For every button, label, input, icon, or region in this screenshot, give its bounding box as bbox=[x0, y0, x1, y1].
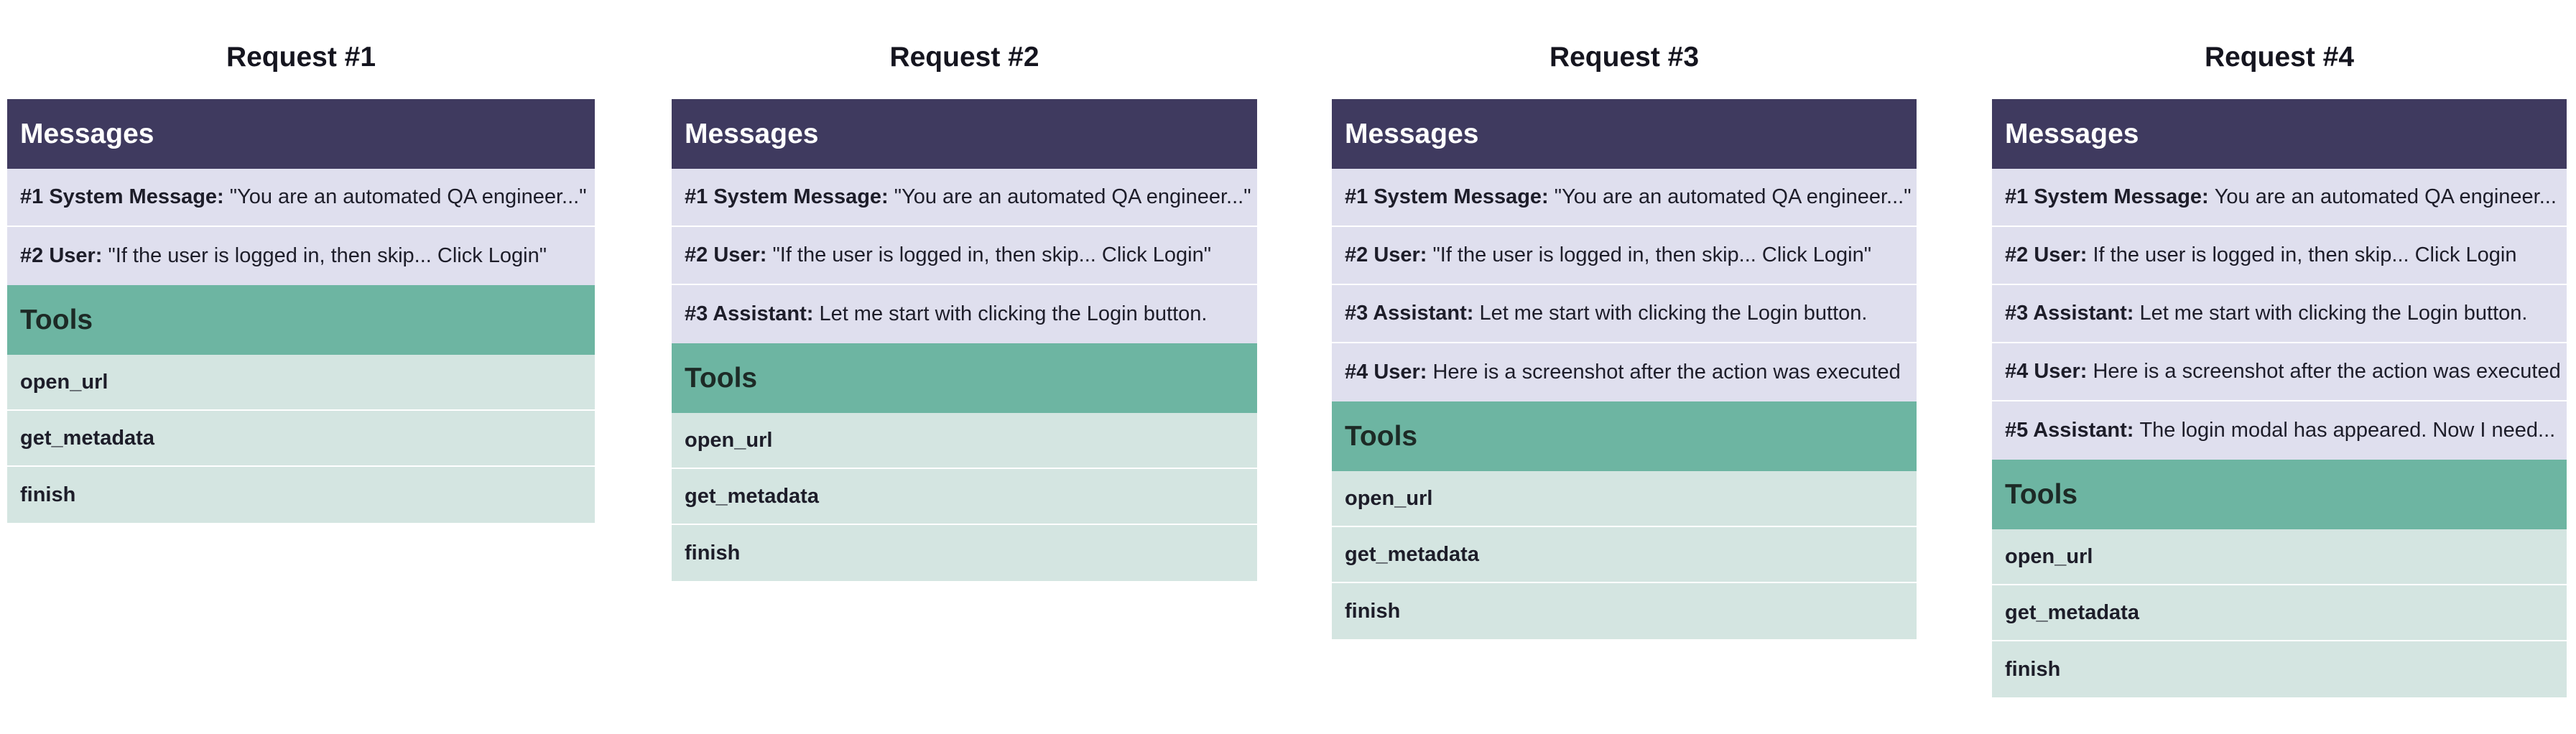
message-row: #3 Assistant: Let me start with clicking… bbox=[1332, 285, 1917, 343]
tool-item: open_url bbox=[7, 355, 595, 411]
message-label: #1 System Message: bbox=[1345, 185, 1549, 208]
message-label: #4 User: bbox=[1345, 361, 1427, 384]
messages-panel: Messages #1 System Message: "You are an … bbox=[672, 99, 1257, 343]
message-row: #5 Assistant: The login modal has appear… bbox=[1992, 401, 2567, 460]
request-title: Request #3 bbox=[1549, 42, 1700, 73]
tool-item: finish bbox=[7, 467, 595, 523]
message-text: "If the user is logged in, then skip... … bbox=[1432, 243, 1872, 266]
request-column-1: Request #1 Messages #1 System Message: "… bbox=[7, 0, 595, 523]
message-row: #2 User: If the user is logged in, then … bbox=[1992, 227, 2567, 285]
tools-header: Tools bbox=[672, 343, 1257, 413]
request-column-2: Request #2 Messages #1 System Message: "… bbox=[672, 0, 1257, 581]
message-row: #2 User: "If the user is logged in, then… bbox=[7, 227, 595, 285]
message-row: #2 User: "If the user is logged in, then… bbox=[1332, 227, 1917, 285]
message-text: You are an automated QA engineer... bbox=[2214, 185, 2557, 208]
message-row: #3 Assistant: Let me start with clicking… bbox=[1992, 285, 2567, 343]
message-label: #1 System Message: bbox=[20, 185, 224, 208]
tool-item: finish bbox=[1992, 641, 2567, 697]
messages-header: Messages bbox=[7, 99, 595, 169]
tool-item: open_url bbox=[672, 413, 1257, 469]
message-text: "You are an automated QA engineer..." bbox=[894, 185, 1251, 208]
request-title: Request #2 bbox=[889, 42, 1039, 73]
tool-item: get_metadata bbox=[672, 469, 1257, 525]
tools-panel: Tools open_url get_metadata finish bbox=[1332, 401, 1917, 639]
messages-panel: Messages #1 System Message: "You are an … bbox=[7, 99, 595, 285]
tool-item: open_url bbox=[1332, 471, 1917, 527]
message-label: #2 User: bbox=[20, 244, 103, 267]
message-text: Here is a screenshot after the action wa… bbox=[1432, 361, 1901, 384]
request-title: Request #4 bbox=[2204, 42, 2355, 73]
request-title: Request #1 bbox=[226, 42, 376, 73]
message-label: #1 System Message: bbox=[685, 185, 889, 208]
message-label: #1 System Message: bbox=[2005, 185, 2209, 208]
tool-item: finish bbox=[1332, 583, 1917, 639]
tools-header: Tools bbox=[1992, 460, 2567, 529]
messages-panel: Messages #1 System Message: You are an a… bbox=[1992, 99, 2567, 460]
tool-item: get_metadata bbox=[7, 411, 595, 467]
message-text: "You are an automated QA engineer..." bbox=[229, 185, 587, 208]
tool-item: get_metadata bbox=[1332, 527, 1917, 583]
tool-item: finish bbox=[672, 525, 1257, 581]
message-label: #2 User: bbox=[685, 243, 767, 266]
message-row: #1 System Message: "You are an automated… bbox=[672, 169, 1257, 227]
message-text: Let me start with clicking the Login but… bbox=[1479, 302, 1868, 325]
message-row: #3 Assistant: Let me start with clicking… bbox=[672, 285, 1257, 343]
tools-panel: Tools open_url get_metadata finish bbox=[1992, 460, 2567, 697]
message-row: #1 System Message: "You are an automated… bbox=[1332, 169, 1917, 227]
message-text: "If the user is logged in, then skip... … bbox=[108, 244, 547, 267]
message-row: #4 User: Here is a screenshot after the … bbox=[1332, 343, 1917, 401]
messages-panel: Messages #1 System Message: "You are an … bbox=[1332, 99, 1917, 401]
tool-item: get_metadata bbox=[1992, 585, 2567, 641]
message-label: #2 User: bbox=[1345, 243, 1427, 266]
message-label: #5 Assistant: bbox=[2005, 419, 2134, 442]
tool-item: open_url bbox=[1992, 529, 2567, 585]
tools-panel: Tools open_url get_metadata finish bbox=[672, 343, 1257, 581]
request-column-3: Request #3 Messages #1 System Message: "… bbox=[1332, 0, 1917, 639]
message-text: Let me start with clicking the Login but… bbox=[2139, 302, 2528, 325]
message-text: "If the user is logged in, then skip... … bbox=[772, 243, 1212, 266]
messages-header: Messages bbox=[1332, 99, 1917, 169]
message-text: Let me start with clicking the Login but… bbox=[819, 302, 1208, 325]
tools-header: Tools bbox=[7, 285, 595, 355]
message-row: #1 System Message: "You are an automated… bbox=[7, 169, 595, 227]
message-text: Here is a screenshot after the action wa… bbox=[2093, 360, 2561, 383]
request-column-4: Request #4 Messages #1 System Message: Y… bbox=[1992, 0, 2567, 697]
message-label: #3 Assistant: bbox=[1345, 302, 1474, 325]
message-label: #4 User: bbox=[2005, 360, 2088, 383]
messages-header: Messages bbox=[1992, 99, 2567, 169]
message-row: #1 System Message: You are an automated … bbox=[1992, 169, 2567, 227]
message-label: #3 Assistant: bbox=[2005, 302, 2134, 325]
messages-header: Messages bbox=[672, 99, 1257, 169]
tools-panel: Tools open_url get_metadata finish bbox=[7, 285, 595, 523]
message-label: #3 Assistant: bbox=[685, 302, 814, 325]
message-text: If the user is logged in, then skip... C… bbox=[2093, 243, 2517, 266]
message-row: #2 User: "If the user is logged in, then… bbox=[672, 227, 1257, 285]
message-row: #4 User: Here is a screenshot after the … bbox=[1992, 343, 2567, 401]
tools-header: Tools bbox=[1332, 401, 1917, 471]
message-label: #2 User: bbox=[2005, 243, 2088, 266]
message-text: The login modal has appeared. Now I need… bbox=[2139, 419, 2556, 442]
message-text: "You are an automated QA engineer..." bbox=[1554, 185, 1912, 208]
